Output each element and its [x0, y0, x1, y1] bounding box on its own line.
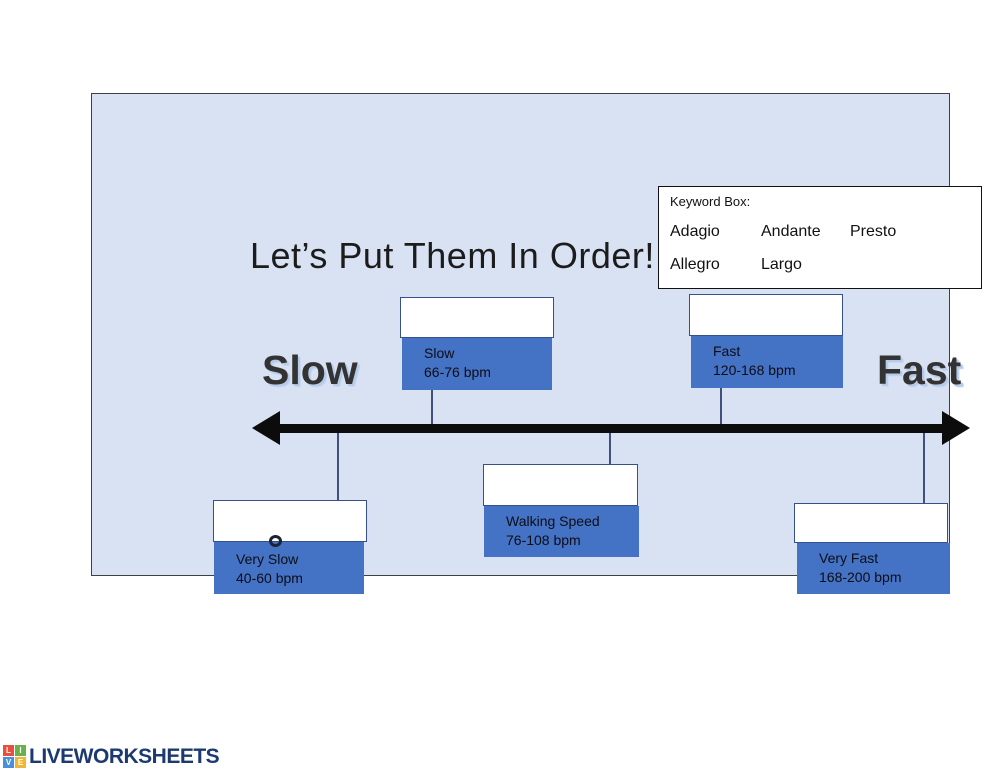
logo-square-e: E [15, 757, 26, 768]
tempo-bpm: 66-76 bpm [424, 364, 491, 380]
liveworksheets-logo-icon: L I V E [3, 745, 26, 768]
answer-input-walking-speed[interactable] [483, 464, 638, 506]
answer-input-slow[interactable] [400, 297, 554, 338]
connector-very-fast [923, 433, 925, 504]
answer-input-fast[interactable] [689, 294, 843, 336]
tempo-name: Walking Speed [506, 513, 600, 529]
connector-walking-speed [609, 433, 611, 465]
connector-slow [431, 390, 433, 425]
keyword-box: Keyword Box: Adagio Andante Presto Alleg… [658, 186, 982, 289]
keyword-allegro: Allegro [670, 256, 720, 273]
tempo-card-fast: Fast 120-168 bpm [691, 336, 843, 388]
arrow-right-icon [942, 411, 970, 445]
tempo-bpm: 76-108 bpm [506, 532, 581, 548]
brand-name: LIVEWORKSHEETS [29, 745, 220, 768]
keyword-adagio: Adagio [670, 223, 720, 240]
answer-input-very-fast[interactable] [794, 503, 948, 543]
partially-hidden-letter [269, 535, 282, 547]
logo-square-l: L [3, 745, 14, 756]
worksheet-panel: Let’s Put Them In Order! Keyword Box: Ad… [91, 93, 982, 594]
arrow-left-icon [252, 411, 280, 445]
tempo-bpm: 40-60 bpm [236, 570, 303, 586]
tempo-name: Fast [713, 343, 741, 359]
keyword-andante: Andante [761, 223, 821, 240]
tempo-name: Very Fast [819, 550, 879, 566]
logo-square-v: V [3, 757, 14, 768]
tempo-card-walking-speed: Walking Speed 76-108 bpm [484, 506, 639, 557]
answer-input-very-slow[interactable] [213, 500, 367, 542]
keyword-box-label: Keyword Box: [670, 194, 751, 209]
tempo-card-very-fast: Very Fast 168-200 bpm [797, 543, 950, 594]
axis-label-fast: Fast [877, 347, 962, 393]
connector-very-slow [337, 433, 339, 501]
keyword-largo: Largo [761, 256, 802, 273]
tempo-name: Slow [424, 345, 455, 361]
logo-square-i: I [15, 745, 26, 756]
tempo-card-very-slow: Very Slow 40-60 bpm [214, 542, 364, 594]
connector-fast [720, 388, 722, 425]
tempo-bpm: 168-200 bpm [819, 569, 902, 585]
tempo-name: Very Slow [236, 551, 299, 567]
axis-label-slow: Slow [262, 347, 358, 393]
tempo-card-slow: Slow 66-76 bpm [402, 338, 552, 390]
tempo-bpm: 120-168 bpm [713, 362, 796, 378]
keyword-presto: Presto [850, 223, 897, 240]
page-title: Let’s Put Them In Order! [250, 235, 655, 276]
tempo-axis-line [274, 424, 950, 433]
